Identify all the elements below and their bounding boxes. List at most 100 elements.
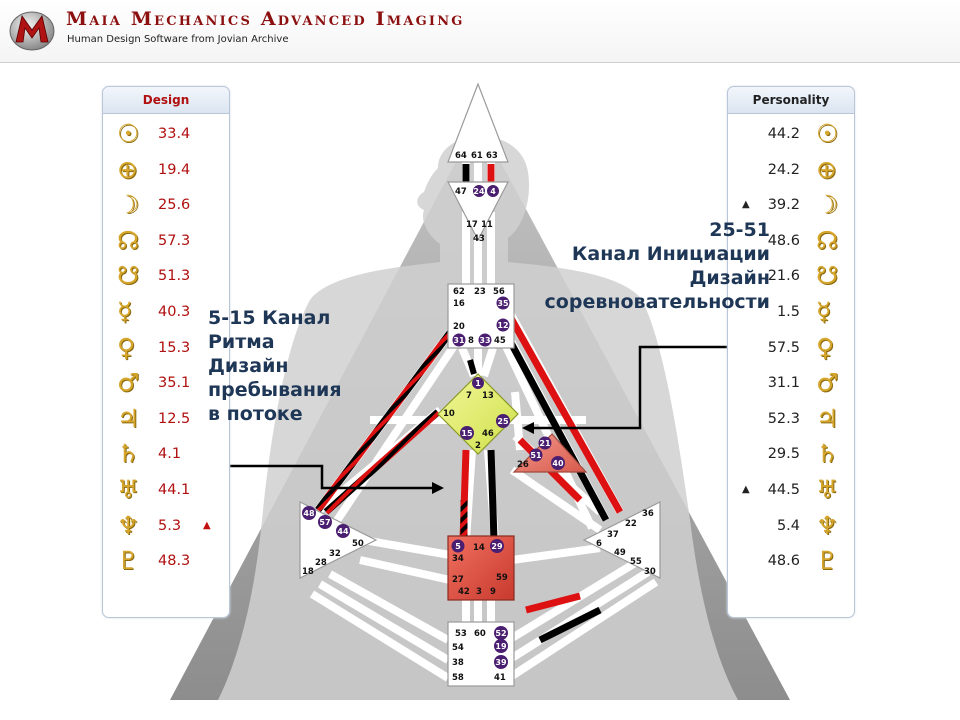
personality-row: ☊ 48.6 xyxy=(728,226,854,256)
design-row: ♀ 15.3 xyxy=(103,333,229,363)
gate-47: 47 xyxy=(455,187,467,197)
head-gates: 64 61 63 xyxy=(455,151,498,161)
callout-arrows xyxy=(200,345,762,494)
design-value: 40.3 xyxy=(158,304,191,320)
solar-plexus-gates: 36 22 37 6 49 55 30 xyxy=(596,509,656,577)
sun-icon: ☉ xyxy=(117,119,140,148)
gate-41: 41 xyxy=(494,673,506,683)
north-node-icon: ☊ xyxy=(816,225,839,255)
design-row: ♇48.3 xyxy=(103,546,229,576)
app-subtitle: Human Design Software from Jovian Archiv… xyxy=(67,34,289,45)
design-value: 4.1 xyxy=(158,446,182,463)
callout-line: 25-51 xyxy=(709,219,770,241)
gate-24-activated: 24 xyxy=(473,185,485,197)
ajna-gates: 47 24 4 17 11 43 xyxy=(455,185,499,244)
moon-icon: ☽ xyxy=(816,190,839,220)
gate-23: 23 xyxy=(474,287,486,297)
gate-40-activated: 40 xyxy=(551,456,565,470)
personality-row: ⊕ 24.2 xyxy=(728,155,854,185)
design-panel: Design ☉33.4⊕19.4☽25.6☊57.3☋51.3☿40.3♀15… xyxy=(102,86,230,618)
personality-value: 39.2 xyxy=(767,197,800,214)
pluto-icon: ♇ xyxy=(816,546,839,576)
design-value: 19.4 xyxy=(158,161,191,178)
gate-2: 2 xyxy=(475,441,481,451)
gate-30: 30 xyxy=(644,567,656,577)
right-callout-arrow xyxy=(528,345,762,430)
gate-46: 46 xyxy=(482,429,494,439)
gate-53: 53 xyxy=(455,629,467,639)
personality-value: 48.6 xyxy=(767,553,800,570)
uranus-icon: ♅ xyxy=(816,475,839,504)
design-value: 5.3 xyxy=(158,517,182,534)
earth-icon: ⊕ xyxy=(816,154,837,184)
neptune-icon: ♆ xyxy=(117,510,140,540)
left-callout-arrow xyxy=(200,464,438,490)
design-row: ☉33.4 xyxy=(103,119,229,149)
svg-text:15: 15 xyxy=(461,429,473,438)
gate-29-activated: 29 xyxy=(490,539,504,553)
gate-10: 10 xyxy=(443,409,455,419)
app-title: Maia Mechanics Advanced Imaging xyxy=(66,8,465,30)
personality-panel-title: Personality xyxy=(728,87,854,114)
svg-text:1: 1 xyxy=(475,379,481,388)
callout-line: Дизайн xyxy=(689,267,770,289)
gate-38: 38 xyxy=(452,658,464,668)
svg-text:21: 21 xyxy=(539,439,551,448)
svg-text:29: 29 xyxy=(491,542,503,551)
svg-text:48: 48 xyxy=(303,509,315,518)
gate-26: 26 xyxy=(517,460,529,470)
design-row: ♅ 44.1 xyxy=(103,475,229,505)
gate-62: 62 xyxy=(453,287,465,297)
neptune-icon: ♆ xyxy=(816,510,839,540)
design-row: ♄4.1 xyxy=(103,439,229,469)
gate-59: 59 xyxy=(496,573,508,583)
personality-row: ☋21.6 xyxy=(728,261,854,291)
design-row: ⊕19.4 xyxy=(103,155,229,185)
gate-28: 28 xyxy=(315,558,327,568)
pluto-icon: ♇ xyxy=(117,546,140,576)
gate-31-activated: 31 xyxy=(452,333,466,347)
personality-row: ♄29.5 xyxy=(728,439,854,469)
personality-row: ♇ 48.6 xyxy=(728,546,854,576)
personality-value: 48.6 xyxy=(767,232,800,249)
north-node-icon: ☊ xyxy=(117,225,140,255)
gate-20: 20 xyxy=(453,322,465,332)
gate-19-activated: 19 xyxy=(494,639,508,653)
moon-icon: ☽ xyxy=(117,190,140,220)
personality-value: 44.5 xyxy=(767,482,800,498)
design-panel-title: Design xyxy=(103,87,229,114)
personality-row: ☿1.5 xyxy=(728,297,854,327)
gate-50: 50 xyxy=(352,539,364,549)
ego-gates: 21 51 26 40 xyxy=(517,436,565,470)
personality-row: ♂31.1 xyxy=(728,368,854,398)
svg-text:57: 57 xyxy=(319,518,330,527)
personality-value: 24.2 xyxy=(767,161,800,178)
gate-17: 17 xyxy=(466,220,478,230)
gate-42: 42 xyxy=(458,587,470,597)
active-channels xyxy=(315,164,624,644)
design-value: 51.3 xyxy=(158,268,191,285)
callout-line: 5-15 Канал xyxy=(208,307,331,329)
gate-64: 64 xyxy=(455,151,467,161)
svg-text:12: 12 xyxy=(497,321,508,330)
gate-63: 63 xyxy=(486,151,498,161)
personality-value: 21.6 xyxy=(767,268,800,285)
jupiter-icon: ♃ xyxy=(816,403,839,433)
design-value: 15.3 xyxy=(158,339,191,356)
solar-plexus-center xyxy=(582,501,661,579)
uranus-icon: ♅ xyxy=(117,475,140,504)
gate-15-activated: 15 xyxy=(460,426,474,440)
design-value: 44.1 xyxy=(158,482,191,498)
venus-icon: ♀ xyxy=(117,332,136,362)
gate-56: 56 xyxy=(493,287,505,297)
head-center xyxy=(447,82,509,163)
saturn-icon: ♄ xyxy=(816,439,839,469)
gate-48-activated: 48 xyxy=(302,506,316,520)
mars-icon: ♂ xyxy=(816,368,839,398)
design-row: ♃12.5 xyxy=(103,404,229,434)
callout-line: Ритма xyxy=(208,331,275,353)
personality-row: ☽39.2▲ xyxy=(728,190,854,220)
svg-text:51: 51 xyxy=(530,451,542,460)
